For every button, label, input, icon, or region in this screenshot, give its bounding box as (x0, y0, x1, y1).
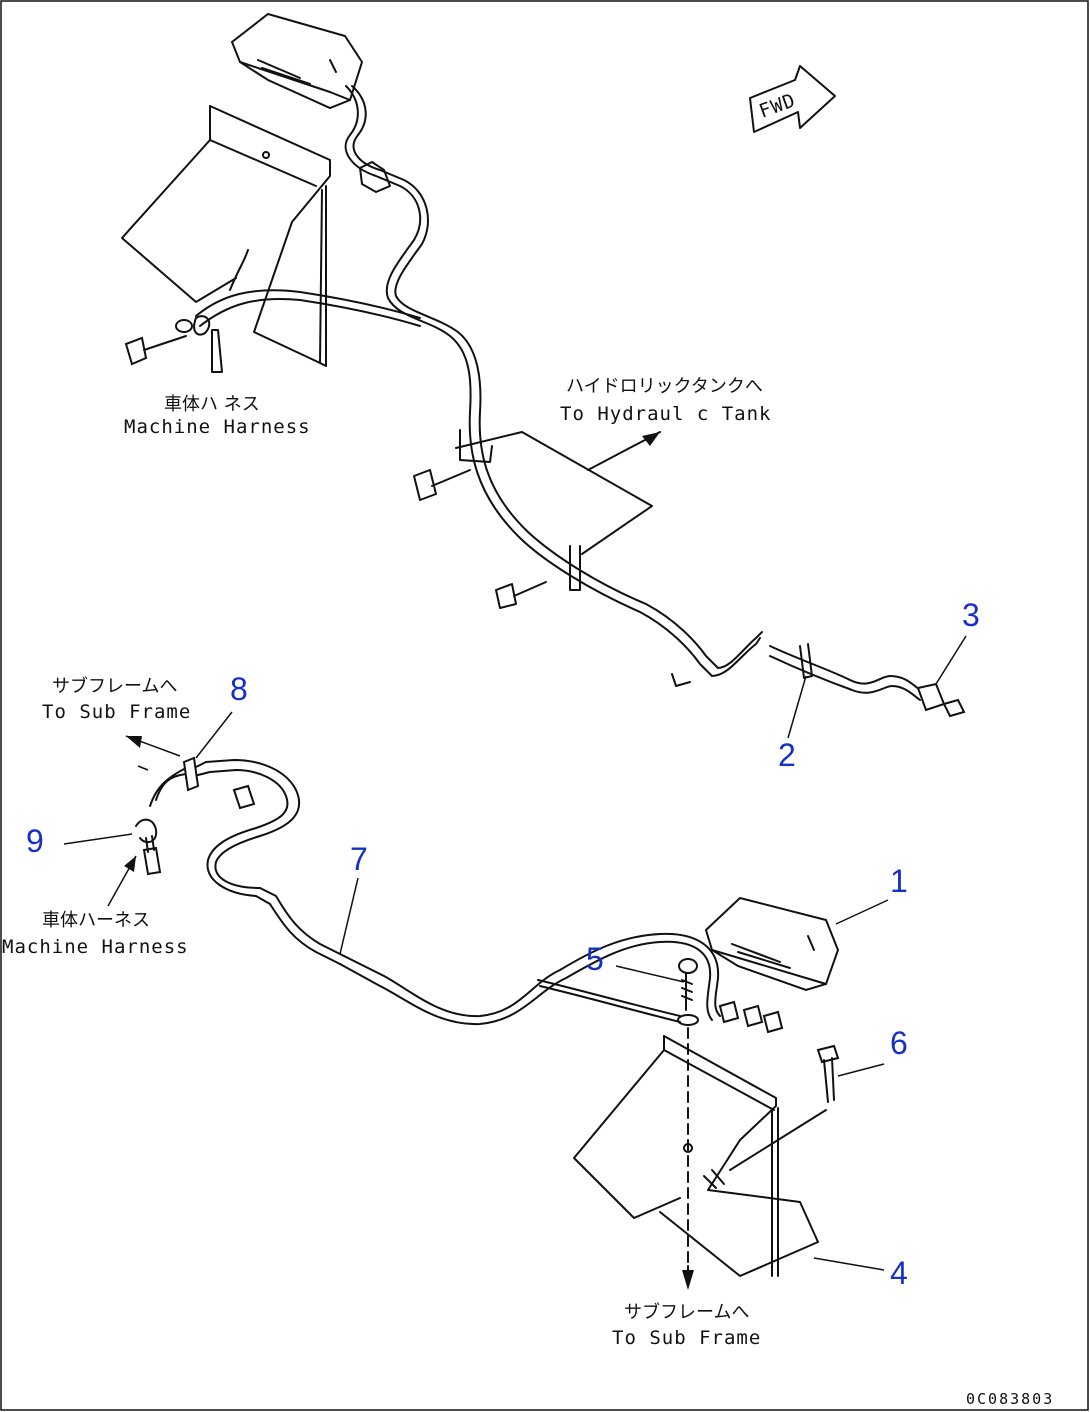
bracket-top (121, 105, 331, 367)
bolt-6 (729, 1044, 840, 1171)
fwd-label: FWD (756, 89, 799, 122)
hydraulic-tank-jp: ハイドロリックタンクへ (566, 376, 763, 397)
lamp-top (230, 12, 364, 110)
sub-frame-bottom-jp: サブフレームへ (624, 1301, 749, 1323)
callout-7: 7 (350, 841, 368, 877)
harness-left (135, 756, 345, 965)
callout-4: 4 (890, 1255, 908, 1291)
callout-9: 9 (26, 823, 44, 859)
lamp-bottom (704, 896, 840, 1034)
fwd-arrow-icon: FWD (749, 65, 836, 133)
harness-top (195, 85, 763, 677)
sub-frame-left-en: To Sub Frame (42, 701, 191, 723)
harness-main (339, 932, 721, 1026)
callout-8: 8 (230, 671, 248, 707)
harness-right-end (671, 643, 966, 718)
callout-5: 5 (586, 941, 604, 977)
callout-3: 3 (962, 597, 980, 633)
sub-frame-left-jp: サブフレームへ (52, 675, 177, 697)
drawing-code: 0C083803 (966, 1390, 1054, 1408)
leader-lines (63, 635, 967, 1271)
bolt-5 (677, 958, 699, 1290)
machine-harness-top-jp: 車体ハ ネス (164, 394, 260, 415)
machine-harness-left-en: Machine Harness (2, 936, 189, 958)
bolt-icon (124, 315, 211, 366)
machine-harness-left-jp: 車体ハーネス (42, 910, 150, 931)
callout-6: 6 (890, 1025, 908, 1061)
hydraulic-tank-en: To Hydraul c Tank (560, 403, 771, 425)
hydraulic-tank-plate (413, 429, 661, 609)
sub-frame-bottom-en: To Sub Frame (612, 1327, 761, 1349)
bracket-bottom (573, 1035, 819, 1277)
callout-2: 2 (778, 737, 796, 773)
machine-harness-top-en: Machine Harness (124, 416, 311, 438)
callout-1: 1 (890, 863, 908, 899)
